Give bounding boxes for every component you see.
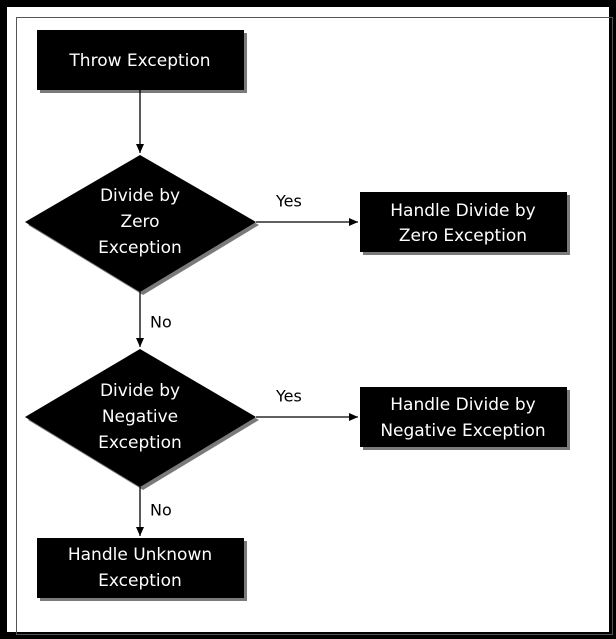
node-handle-divide-by-zero: Handle Divide by Zero Exception xyxy=(360,192,570,255)
node-divide-by-zero-line-2: Zero xyxy=(120,212,159,232)
node-divide-by-zero-line-1: Divide by xyxy=(100,186,180,206)
edge-zero-no-label: No xyxy=(150,313,172,332)
node-divide-by-negative-line-3: Exception xyxy=(98,433,182,453)
node-handle-divide-by-negative-line-2: Negative Exception xyxy=(380,421,545,441)
node-handle-divide-by-zero-line-1: Handle Divide by xyxy=(390,201,535,221)
edge-negative-yes-label: Yes xyxy=(275,387,302,406)
node-divide-by-negative-line-1: Divide by xyxy=(100,381,180,401)
node-divide-by-zero: Divide by Zero Exception xyxy=(25,155,259,295)
node-handle-divide-by-negative: Handle Divide by Negative Exception xyxy=(360,387,570,450)
node-divide-by-negative-line-2: Negative xyxy=(102,407,178,427)
node-handle-unknown: Handle Unknown Exception xyxy=(37,538,247,601)
node-handle-divide-by-negative-line-1: Handle Divide by xyxy=(390,395,535,415)
node-divide-by-zero-line-3: Exception xyxy=(98,238,182,258)
edge-negative-no-label: No xyxy=(150,501,172,520)
node-divide-by-negative: Divide by Negative Exception xyxy=(25,349,259,490)
node-throw-exception: Throw Exception xyxy=(37,30,247,93)
edge-zero-yes-label: Yes xyxy=(275,192,302,211)
node-handle-unknown-line-2: Exception xyxy=(98,571,182,591)
node-handle-unknown-line-1: Handle Unknown xyxy=(68,545,212,565)
node-handle-divide-by-zero-line-2: Zero Exception xyxy=(399,226,527,246)
diagram-inner-border xyxy=(16,17,613,635)
node-throw-exception-label: Throw Exception xyxy=(68,51,210,71)
